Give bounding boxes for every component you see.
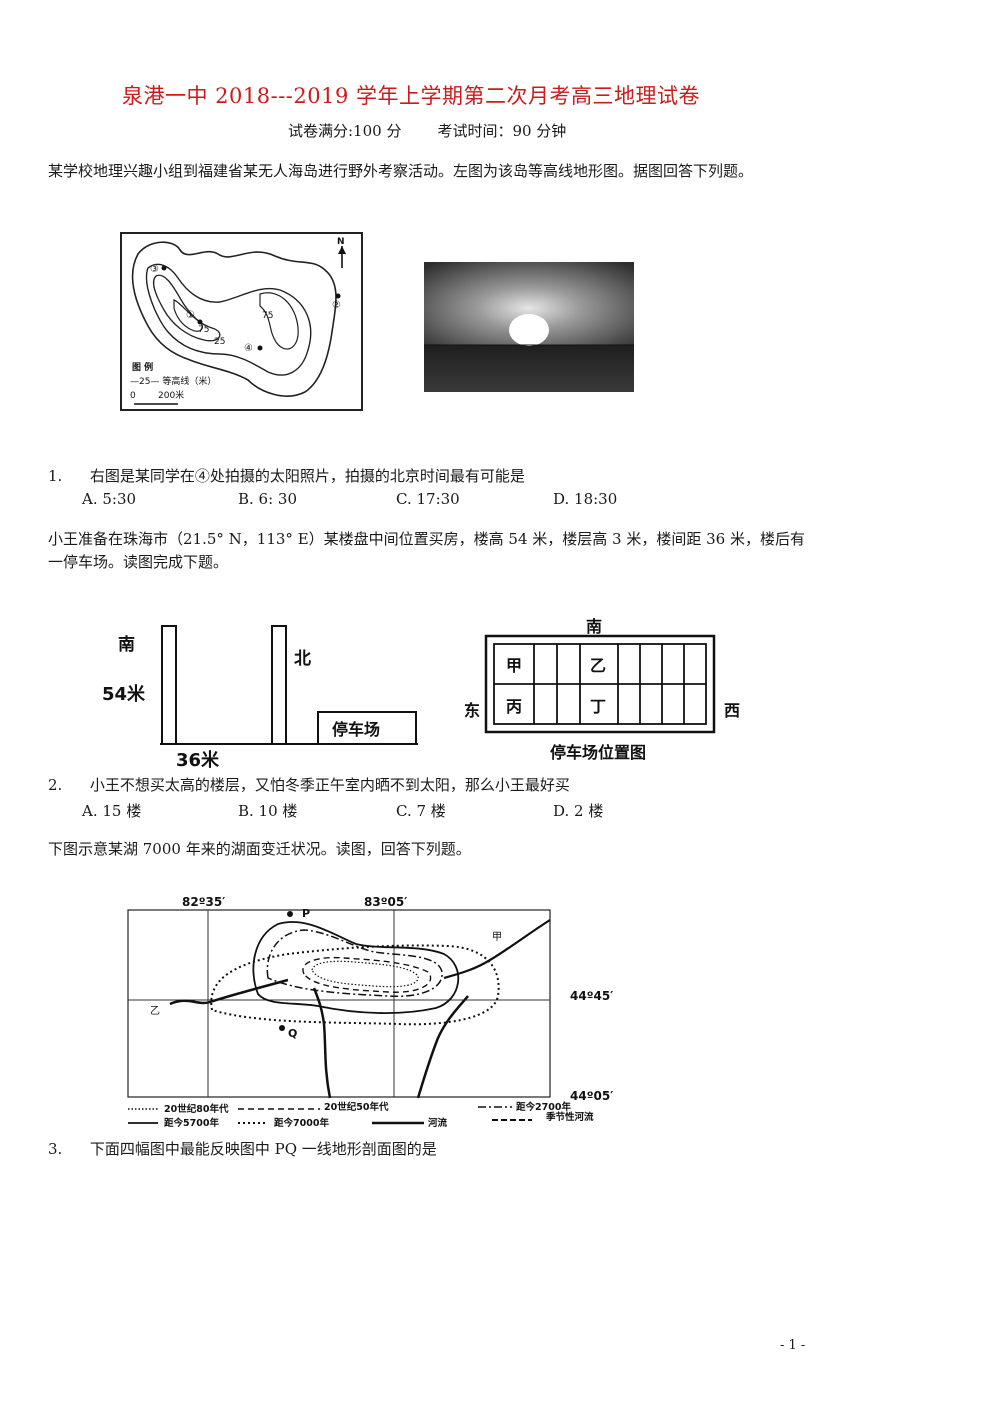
q2-option-d: D. 2 楼 xyxy=(553,802,604,820)
cell-bing: 丙 xyxy=(506,697,522,716)
shore-1980s xyxy=(311,960,419,988)
lot-east-label: 东 xyxy=(464,701,480,720)
time-label: 考试时间：90 分钟 xyxy=(437,122,567,140)
point-p-label: P xyxy=(302,907,310,920)
shore-7000-years xyxy=(210,944,500,1026)
legend-contour: —25— 等高线（米） xyxy=(130,375,216,387)
sun-photo xyxy=(424,262,634,392)
lot-south-label: 南 xyxy=(586,617,602,636)
q1-option-b: B. 6: 30 xyxy=(238,490,298,508)
legend-seasonal-river: 季节性河流 xyxy=(545,1111,594,1123)
point-3-label: ③ xyxy=(150,264,159,275)
question-2: 2. 小王不想买太高的楼层，又怕冬季正午室内晒不到太阳，那么小王最好买 xyxy=(48,774,570,795)
page-number: - 1 - xyxy=(780,1338,806,1353)
scale-distance: 200米 xyxy=(158,389,184,401)
contour-map-figure: ③ ① ② ④ 75 75 25 N 图 例 —25— 等高线（米） 0 200… xyxy=(120,232,363,411)
q2-option-c: C. 7 楼 xyxy=(396,802,446,820)
river-west xyxy=(169,978,289,1006)
legend-1950s: 20世纪50年代 xyxy=(324,1101,389,1113)
sun-disc xyxy=(509,314,549,346)
parking-box xyxy=(317,711,417,745)
score-label: 试卷满分:100 分 xyxy=(288,122,402,140)
point-p-marker xyxy=(287,911,293,917)
lot-caption: 停车场位置图 xyxy=(550,743,646,762)
contour-75-label-a: 75 xyxy=(198,325,209,335)
river-jia xyxy=(443,919,551,980)
point-4-label: ④ xyxy=(244,343,253,354)
question-1-number: 1. xyxy=(48,467,63,485)
question-3-text: 下面四幅图中最能反映图中 PQ 一线地形剖面图的是 xyxy=(89,1140,437,1158)
north-label: N xyxy=(337,237,345,247)
parking-label: 停车场 xyxy=(332,720,380,739)
contour-75-label-b: 75 xyxy=(262,311,273,321)
intro-paragraph-2: 小王准备在珠海市（21.5° N，113° E）某楼盘中间位置买房，楼高 54 … xyxy=(48,530,805,571)
lat-label-1: 44º45′ xyxy=(570,989,613,1003)
scale-zero: 0 xyxy=(130,391,136,401)
point-q-marker xyxy=(279,1025,285,1031)
intro-paragraph-1: 某学校地理兴趣小组到福建省某无人海岛进行野外考察活动。左图为该岛等高线地形图。据… xyxy=(48,162,754,180)
q1-option-a: A. 5:30 xyxy=(82,490,137,508)
shore-5700-years xyxy=(252,921,460,1014)
point-q-label: Q xyxy=(288,1027,297,1040)
lon-label-1: 82º35′ xyxy=(182,895,225,909)
cell-ding: 丁 xyxy=(590,697,606,716)
lake-change-map-figure: 82º35′ 83º05′ 44º45′ 44º05′ P Q 甲 乙 20世纪… xyxy=(127,895,613,1128)
intro-paragraph-3: 下图示意某湖 7000 年来的湖面变迁状况。读图，回答下列题。 xyxy=(48,840,471,858)
q2-option-a: A. 15 楼 xyxy=(82,802,142,820)
height-label: 54米 xyxy=(102,683,146,705)
river-yi-label: 乙 xyxy=(150,1005,160,1017)
question-1-text: 右图是某同学在④处拍摄的太阳照片，拍摄的北京时间最有可能是 xyxy=(89,467,525,485)
question-1: 1. 右图是某同学在④处拍摄的太阳照片，拍摄的北京时间最有可能是 xyxy=(48,465,525,486)
river-jia-label: 甲 xyxy=(492,932,502,943)
contour-25-label: 25 xyxy=(214,337,225,347)
lon-label-2: 83º05′ xyxy=(364,895,407,909)
shore-2700-years xyxy=(266,929,443,998)
shore-1950s xyxy=(302,956,432,993)
lat-label-2: 44º05′ xyxy=(570,1089,613,1103)
legend-7000: 距今7000年 xyxy=(274,1117,329,1128)
south-building xyxy=(161,625,177,745)
north-label: 北 xyxy=(294,649,311,669)
question-3-number: 3. xyxy=(48,1140,63,1158)
legend-river: 河流 xyxy=(428,1117,448,1128)
legend-title: 图 例 xyxy=(132,361,153,373)
building-section-figure: 南 北 54米 36米 停车场 xyxy=(102,625,418,770)
cell-jia: 甲 xyxy=(506,656,522,675)
exam-info: 试卷满分:100 分 考试时间：90 分钟 xyxy=(288,120,566,141)
question-2-number: 2. xyxy=(48,776,63,794)
river-south xyxy=(312,987,332,1099)
point-2-label: ② xyxy=(332,300,341,311)
river-southeast xyxy=(416,995,469,1099)
point-1-label: ① xyxy=(186,310,195,321)
q2-option-b: B. 10 楼 xyxy=(238,802,298,820)
lot-west-label: 西 xyxy=(724,701,740,720)
legend-1980s: 20世纪80年代 xyxy=(164,1103,229,1115)
south-label: 南 xyxy=(118,634,135,655)
parking-plan-figure: 南 甲 乙 丙 丁 东 西 停车场位置图 xyxy=(464,617,740,762)
page-title: 泉港一中 2018---2019 学年上学期第二次月考高三地理试卷 xyxy=(122,84,701,108)
map-frame xyxy=(127,909,551,1098)
q1-option-c: C. 17:30 xyxy=(396,490,460,508)
distance-label: 36米 xyxy=(176,749,220,770)
legend-2700: 距今2700年 xyxy=(516,1101,571,1113)
north-building xyxy=(271,625,287,745)
q1-option-d: D. 18:30 xyxy=(553,490,618,508)
legend-5700: 距今5700年 xyxy=(164,1117,219,1128)
cell-yi: 乙 xyxy=(590,656,606,675)
question-3: 3. 下面四幅图中最能反映图中 PQ 一线地形剖面图的是 xyxy=(48,1138,437,1159)
question-2-text: 小王不想买太高的楼层，又怕冬季正午室内晒不到太阳，那么小王最好买 xyxy=(89,776,570,794)
